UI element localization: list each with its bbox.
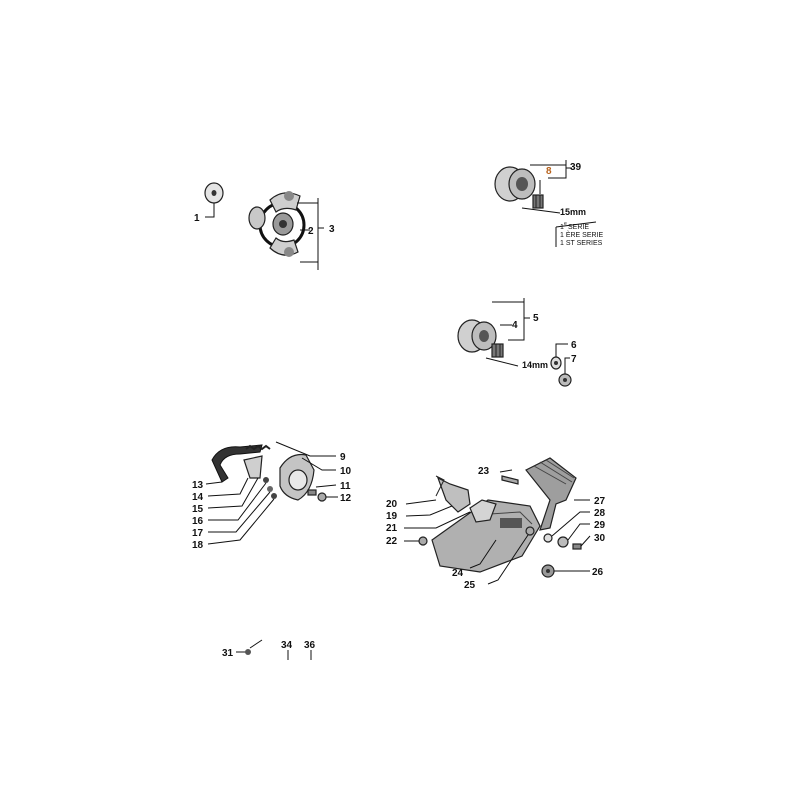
size-label-15mm: 15mm	[560, 207, 586, 217]
leader-6-7	[555, 343, 570, 374]
callout-19[interactable]: 19	[386, 511, 398, 522]
leader-15	[207, 477, 259, 509]
callout-14[interactable]: 14	[192, 492, 204, 503]
leader-17	[208, 491, 271, 533]
washer-part-6[interactable]	[550, 356, 562, 370]
series-label-en: 1 ST SERIES	[560, 240, 603, 247]
callout-8[interactable]: 8	[546, 166, 552, 177]
callout-3[interactable]: 3	[329, 224, 335, 235]
size-label-14mm: 14mm	[522, 360, 548, 370]
callout-5[interactable]: 5	[533, 313, 539, 324]
callout-26[interactable]: 26	[592, 567, 604, 578]
clutch-drum-4[interactable]	[457, 319, 497, 353]
clutch-drum-8[interactable]	[494, 166, 536, 202]
callout-17[interactable]: 17	[192, 528, 204, 539]
leader-21	[404, 511, 471, 529]
partial-part-31[interactable]	[245, 649, 251, 655]
chain-tensioner-19-20[interactable]	[435, 475, 471, 513]
leader-20	[405, 499, 437, 505]
callout-31[interactable]: 31	[222, 648, 234, 659]
brake-band-13[interactable]	[211, 444, 263, 483]
nut-part-12[interactable]	[317, 492, 327, 502]
callout-9[interactable]: 9	[340, 452, 346, 463]
leader-25	[487, 534, 529, 585]
callout-7[interactable]: 7	[571, 354, 577, 365]
leader-18	[207, 498, 275, 545]
nut-part-7[interactable]	[558, 373, 572, 387]
callout-12[interactable]: 12	[340, 493, 352, 504]
leader-8-39	[530, 160, 572, 179]
series-label-fr-alt: 1 ÈRE SERIE	[560, 230, 604, 239]
leader-4-5	[492, 298, 530, 341]
series-label-fr-2: SERIE	[568, 224, 589, 231]
screw-part-30[interactable]	[572, 543, 582, 550]
needle-bearing-top[interactable]	[532, 194, 544, 209]
leader-30	[580, 535, 591, 547]
leader-16	[208, 482, 267, 521]
clutch-assembly[interactable]	[248, 191, 306, 257]
callout-29[interactable]: 29	[594, 520, 606, 531]
leader-2-3	[297, 198, 324, 270]
callout-39[interactable]: 39	[570, 162, 582, 173]
leader-10	[301, 457, 336, 471]
callout-28[interactable]: 28	[594, 508, 606, 519]
chain-cover-24[interactable]	[431, 499, 541, 573]
callout-4[interactable]: 4	[512, 320, 518, 331]
series-label-fr-sup: e	[564, 221, 567, 227]
needle-bearing-mid[interactable]	[491, 343, 504, 358]
leader-11	[315, 484, 337, 488]
leader-1	[205, 203, 215, 218]
nut-part-26[interactable]	[541, 564, 555, 578]
screw-part-22[interactable]	[418, 536, 428, 546]
callout-24[interactable]: 24	[452, 568, 464, 579]
leader-23	[499, 469, 513, 473]
callout-36[interactable]: 36	[304, 640, 316, 651]
callout-23[interactable]: 23	[478, 466, 490, 477]
series-bracket	[555, 221, 597, 247]
brake-spring-9[interactable]	[245, 444, 271, 451]
callout-11[interactable]: 11	[340, 481, 351, 492]
brake-cover-10[interactable]	[279, 453, 315, 501]
leader-31-34-36	[236, 639, 312, 660]
pin-part-23[interactable]	[501, 475, 519, 485]
leader-19	[405, 505, 453, 517]
callout-15[interactable]: 15	[192, 504, 204, 515]
washer-part-29[interactable]	[557, 536, 569, 548]
callout-1[interactable]: 1	[194, 213, 200, 224]
series-label-fr-1: 1	[560, 224, 564, 231]
callout-6[interactable]: 6	[571, 340, 577, 351]
callout-27[interactable]: 27	[594, 496, 606, 507]
axis-line-mid	[485, 357, 519, 367]
bumper-spike-27[interactable]	[525, 457, 577, 531]
leader-9	[275, 441, 336, 457]
washer-part-1[interactable]	[204, 182, 224, 204]
callout-16[interactable]: 16	[192, 516, 204, 527]
callout-2[interactable]: 2	[308, 226, 314, 237]
callout-25[interactable]: 25	[464, 580, 476, 591]
washer-part-28[interactable]	[543, 533, 553, 543]
leader-29	[567, 523, 590, 541]
leader-24	[469, 539, 497, 569]
callout-34[interactable]: 34	[281, 640, 293, 651]
nut-part-25[interactable]	[525, 526, 535, 536]
chain-guide-part[interactable]	[469, 499, 497, 523]
brake-lever-14[interactable]	[243, 455, 263, 479]
callout-30[interactable]: 30	[594, 533, 606, 544]
leader-28	[551, 511, 590, 537]
callout-22[interactable]: 22	[386, 536, 398, 547]
callout-10[interactable]: 10	[340, 466, 352, 477]
small-parts-15-18[interactable]	[263, 477, 277, 499]
screw-part-11[interactable]	[307, 489, 317, 496]
callout-21[interactable]: 21	[386, 523, 398, 534]
axis-line-top	[521, 207, 561, 214]
callout-13[interactable]: 13	[192, 480, 204, 491]
callout-20[interactable]: 20	[386, 499, 398, 510]
leader-14	[207, 477, 249, 497]
callout-18[interactable]: 18	[192, 540, 204, 551]
leader-13	[205, 481, 223, 485]
